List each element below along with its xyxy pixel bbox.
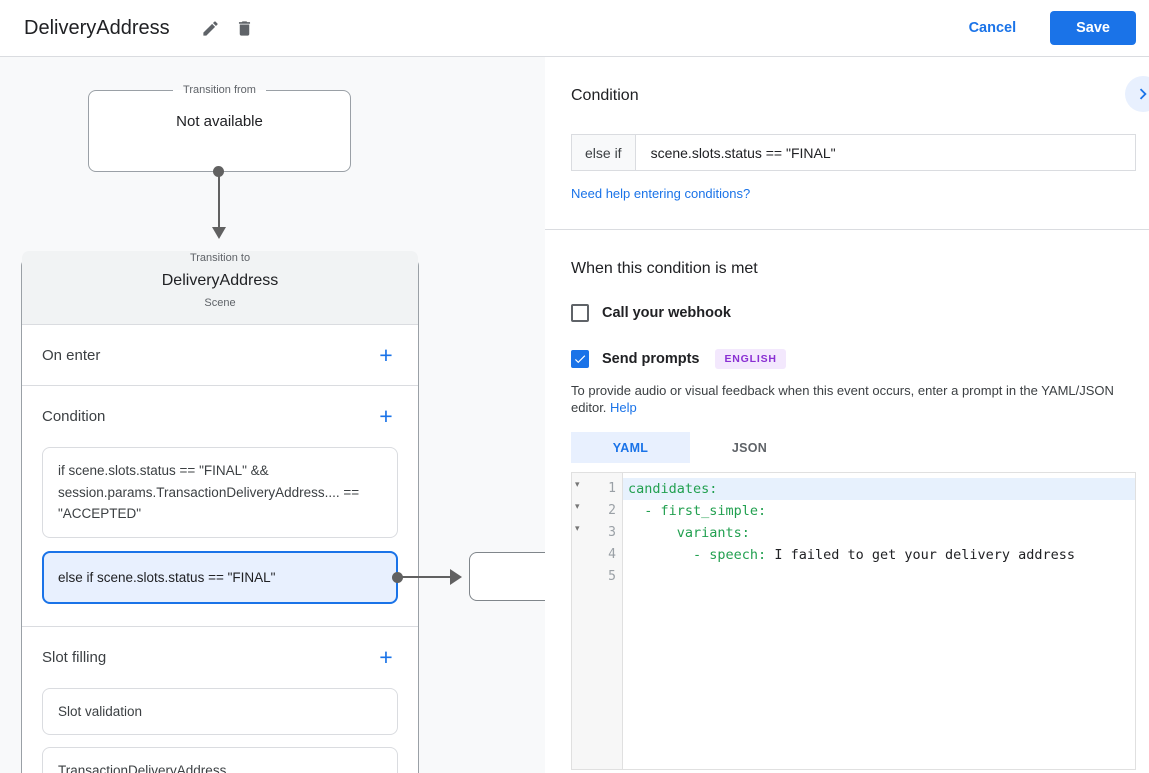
- condition-input-group: else if: [571, 134, 1136, 171]
- connector-line: [400, 576, 452, 579]
- on-enter-label: On enter: [42, 346, 101, 364]
- code-line[interactable]: candidates:: [623, 478, 1135, 500]
- yaml-value: I failed to get your delivery address: [774, 547, 1076, 563]
- editor-gutter: ▾1 ▾2 ▾3 4 5: [572, 473, 623, 769]
- webhook-row: Call your webhook: [571, 304, 1136, 322]
- slot-filling-section-header: Slot filling +: [42, 637, 406, 678]
- send-prompts-checkbox[interactable]: [571, 350, 589, 368]
- scene-type-label: Scene: [204, 297, 236, 309]
- transition-arrow-head-icon: [212, 227, 226, 239]
- line-number: 4: [608, 547, 616, 562]
- line-number: 1: [608, 481, 616, 496]
- tab-json[interactable]: JSON: [731, 440, 768, 455]
- language-badge: ENGLISH: [715, 349, 786, 369]
- transition-from-box: Transition from Not available: [88, 84, 351, 172]
- gutter-cell: ▾3: [572, 522, 622, 544]
- slot-item[interactable]: TransactionDeliveryAddress: [42, 747, 398, 773]
- yaml-key: variants:: [628, 525, 750, 541]
- edit-scene-button[interactable]: [194, 11, 228, 45]
- condition-item-selected[interactable]: else if scene.slots.status == "FINAL": [42, 550, 545, 604]
- on-enter-section: On enter +: [22, 325, 418, 386]
- code-line[interactable]: variants:: [623, 522, 1135, 544]
- yaml-key: - speech:: [628, 547, 775, 563]
- collapse-panel-button[interactable]: [1125, 76, 1149, 112]
- fold-toggle-icon[interactable]: ▾: [575, 501, 580, 511]
- yaml-editor[interactable]: ▾1 ▾2 ▾3 4 5 candidates: - first_simple:…: [571, 472, 1136, 770]
- help-link[interactable]: Help: [610, 400, 637, 415]
- condition-help-link[interactable]: Need help entering conditions?: [571, 186, 751, 201]
- connector-arrow-head-icon: [450, 569, 462, 586]
- editor-code-area[interactable]: candidates: - first_simple: variants: - …: [623, 473, 1135, 769]
- header: DeliveryAddress Cancel Save: [0, 0, 1149, 57]
- webhook-label: Call your webhook: [602, 305, 731, 321]
- connector-dot: [392, 571, 403, 583]
- editor-tabs: YAML JSON: [571, 432, 1136, 463]
- add-on-enter-button[interactable]: +: [366, 335, 406, 375]
- transition-target-box: [469, 552, 545, 602]
- yaml-key: candidates:: [628, 481, 718, 497]
- main-content: Transition from Not available Transition…: [0, 57, 1149, 773]
- yaml-key: - first_simple:: [628, 503, 767, 519]
- condition-detail-panel: Condition else if Need help entering con…: [545, 57, 1149, 773]
- page-title: DeliveryAddress: [24, 16, 170, 39]
- send-prompts-row: Send prompts ENGLISH: [571, 349, 1136, 369]
- gutter-cell: ▾2: [572, 500, 622, 522]
- line-number: 5: [608, 569, 616, 584]
- slot-filling-label: Slot filling: [42, 649, 107, 666]
- condition-item[interactable]: if scene.slots.status == "FINAL" && sess…: [42, 447, 398, 538]
- gutter-cell: 5: [572, 566, 622, 588]
- trash-icon: [239, 20, 251, 36]
- webhook-checkbox[interactable]: [571, 304, 589, 322]
- scene-card-header: DeliveryAddress Scene: [22, 251, 418, 325]
- condition-prefix-label: else if: [571, 134, 636, 171]
- line-number: 3: [608, 525, 616, 540]
- tab-yaml[interactable]: YAML: [571, 432, 690, 463]
- cancel-button[interactable]: Cancel: [968, 20, 1017, 36]
- fold-toggle-icon[interactable]: ▾: [575, 523, 580, 533]
- fold-toggle-icon[interactable]: ▾: [575, 479, 580, 489]
- condition-item-text: else if scene.slots.status == "FINAL": [58, 569, 276, 585]
- chevron-right-icon: [1139, 88, 1147, 100]
- transition-from-label: Transition from: [183, 84, 256, 96]
- scene-name: DeliveryAddress: [161, 272, 279, 289]
- condition-met-title: When this condition is met: [571, 260, 758, 277]
- send-prompts-label: Send prompts: [602, 351, 700, 367]
- slot-filling-section: Slot filling + Slot validation Transacti…: [22, 627, 418, 773]
- section-divider: [545, 229, 1149, 230]
- pencil-icon: [203, 20, 218, 36]
- condition-section-header: Condition +: [42, 396, 406, 437]
- checkmark-icon: [574, 355, 586, 364]
- add-slot-button[interactable]: +: [366, 638, 406, 678]
- code-line[interactable]: - speech: I failed to get your delivery …: [623, 544, 1135, 566]
- scene-card: Transition to DeliveryAddress Scene On e…: [21, 251, 545, 773]
- gutter-cell: 4: [572, 544, 622, 566]
- code-line[interactable]: - first_simple:: [623, 500, 1135, 522]
- transition-from-content: Not available: [176, 113, 263, 130]
- transition-arrow-line: [218, 171, 220, 228]
- transition-to-label: Transition to: [189, 252, 251, 264]
- add-condition-button[interactable]: +: [366, 397, 406, 437]
- prompt-description: To provide audio or visual feedback when…: [571, 382, 1136, 416]
- gutter-cell: ▾1: [572, 478, 622, 500]
- line-number: 2: [608, 503, 616, 518]
- slot-validation-item[interactable]: Slot validation: [42, 688, 398, 735]
- panel-title: Condition: [571, 87, 639, 104]
- condition-input[interactable]: [635, 134, 1136, 171]
- scene-diagram-panel: Transition from Not available Transition…: [0, 57, 545, 773]
- delete-scene-button[interactable]: [228, 11, 262, 45]
- prompt-description-text: To provide audio or visual feedback when…: [571, 383, 1114, 415]
- condition-section: Condition + if scene.slots.status == "FI…: [22, 386, 545, 627]
- code-line[interactable]: [623, 566, 1135, 588]
- condition-label: Condition: [42, 408, 106, 425]
- save-button[interactable]: Save: [1050, 11, 1136, 45]
